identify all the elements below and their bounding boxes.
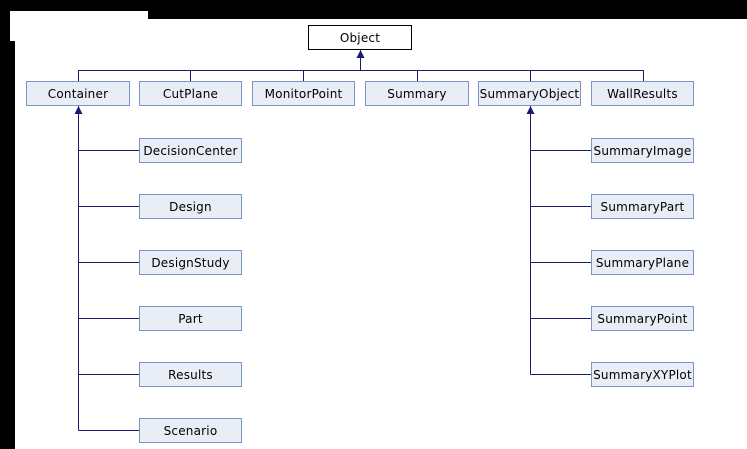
class-node-monitorpoint[interactable]: MonitorPoint (252, 81, 355, 106)
class-node-label: WallResults (607, 86, 678, 101)
arrowhead-to-object (356, 50, 365, 58)
class-node-decisioncenter[interactable]: DecisionCenter (139, 138, 242, 163)
class-node-label: Object (339, 30, 381, 45)
class-node-part[interactable]: Part (139, 306, 242, 331)
arrowhead-to-summaryobject (526, 106, 535, 114)
frame-band-top-right (148, 0, 747, 19)
class-node-label: CutPlane (162, 86, 219, 101)
frame-band-left-gutter (0, 41, 15, 449)
class-node-label: Part (178, 311, 203, 326)
frame-band-left-thin (0, 11, 10, 41)
class-node-label: DesignStudy (151, 255, 230, 270)
arrowhead-to-container (74, 106, 83, 114)
class-node-summaryobject[interactable]: SummaryObject (478, 81, 581, 106)
class-node-summarypoint[interactable]: SummaryPoint (591, 306, 694, 331)
class-node-scenario[interactable]: Scenario (139, 418, 242, 443)
class-node-label: SummaryImage (593, 143, 692, 158)
class-node-container[interactable]: Container (26, 81, 130, 106)
class-node-label: Results (168, 367, 213, 382)
class-node-cutplane[interactable]: CutPlane (139, 81, 242, 106)
class-node-label: Container (47, 86, 109, 101)
class-node-object[interactable]: Object (308, 25, 412, 50)
class-node-summary[interactable]: Summary (365, 81, 469, 106)
class-node-summarypart[interactable]: SummaryPart (591, 194, 694, 219)
class-node-summaryimage[interactable]: SummaryImage (591, 138, 694, 163)
class-node-label: MonitorPoint (264, 86, 343, 101)
class-node-label: SummaryPoint (597, 311, 688, 326)
class-node-summaryplane[interactable]: SummaryPlane (591, 250, 694, 275)
class-node-design[interactable]: Design (139, 194, 242, 219)
class-node-label: SummaryPlane (595, 255, 690, 270)
class-node-label: Summary (387, 86, 447, 101)
class-node-label: SummaryPart (600, 199, 685, 214)
class-node-wallresults[interactable]: WallResults (591, 81, 694, 106)
class-node-label: Scenario (163, 423, 218, 438)
class-node-results[interactable]: Results (139, 362, 242, 387)
class-node-summaryxyplot[interactable]: SummaryXYPlot (591, 362, 694, 387)
class-node-label: DecisionCenter (143, 143, 238, 158)
class-node-label: SummaryObject (479, 86, 580, 101)
class-node-label: Design (169, 199, 212, 214)
class-node-designstudy[interactable]: DesignStudy (139, 250, 242, 275)
class-node-label: SummaryXYPlot (593, 367, 692, 382)
